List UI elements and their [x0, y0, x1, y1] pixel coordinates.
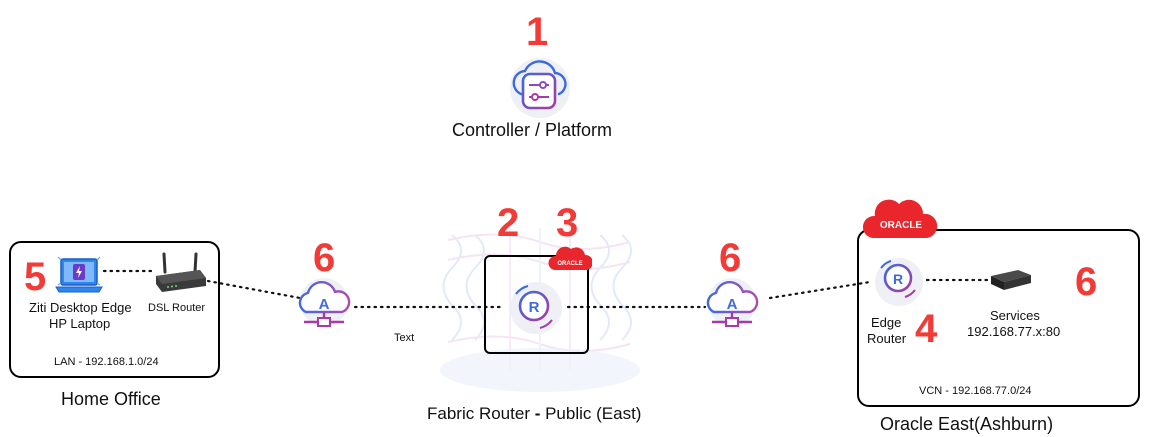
fabric-router-letter: R — [529, 299, 540, 316]
services-server-icon[interactable] — [988, 264, 1034, 294]
fabric-router-label: Fabric Router - Public (East) — [427, 404, 642, 423]
fabric-router-box — [484, 255, 589, 354]
oracle-east-title: Oracle East(Ashburn) — [880, 414, 1054, 434]
dotted-links — [102, 269, 990, 309]
link-text-label: Text — [394, 332, 415, 344]
laptop-label-line2: HP Laptop — [49, 316, 111, 331]
fabric-router-icon[interactable]: R — [504, 280, 568, 344]
services-label-line1: Services — [990, 308, 1040, 323]
marker-edge-router: 4 — [915, 307, 938, 351]
marker-fabric-oracle: 3 — [556, 201, 579, 245]
marker-controller: 1 — [526, 10, 549, 54]
marker-desktop-edge: 5 — [24, 255, 47, 299]
edge-router-letter: R — [893, 271, 903, 287]
laptop-icon[interactable] — [55, 255, 103, 297]
vcn-label: VCN - 192.168.77.0/24 — [919, 385, 1032, 397]
edge-router-label-line2: Router — [867, 331, 907, 346]
controller-cloud-icon[interactable] — [503, 52, 579, 118]
access-node-left-icon[interactable]: A — [292, 278, 358, 334]
edge-router-icon[interactable]: R — [871, 256, 927, 308]
services-label-line2: 192.168.77.x:80 — [967, 324, 1061, 339]
home-office-box — [9, 241, 220, 378]
marker-access-right: 6 — [719, 236, 742, 280]
edge-router-label-line1: Edge — [871, 315, 902, 330]
controller-label: Controller / Platform — [452, 120, 613, 140]
laptop-label-line1: Ziti Desktop Edge — [29, 300, 132, 315]
oracle-east-box — [857, 229, 1140, 407]
dsl-router-icon[interactable] — [152, 250, 208, 294]
marker-access-left: 6 — [313, 236, 336, 280]
lan-label: LAN - 192.168.1.0/24 — [54, 356, 159, 368]
marker-fabric-router: 2 — [497, 201, 520, 245]
access-right-letter: A — [727, 296, 738, 313]
oracle-east-text: ORACLE — [880, 220, 923, 231]
fabric-oracle-text: ORACLE — [557, 261, 582, 267]
fabric-oracle-cloud-icon: ORACLE — [548, 246, 592, 270]
fabric-glow — [440, 348, 640, 392]
oracle-east-cloud-icon: ORACLE — [862, 199, 938, 238]
home-office-title: Home Office — [61, 389, 161, 409]
marker-services: 6 — [1075, 260, 1098, 304]
access-node-right-icon[interactable]: A — [700, 278, 766, 334]
access-left-letter: A — [319, 296, 330, 313]
dsl-router-label: DSL Router — [148, 302, 206, 314]
